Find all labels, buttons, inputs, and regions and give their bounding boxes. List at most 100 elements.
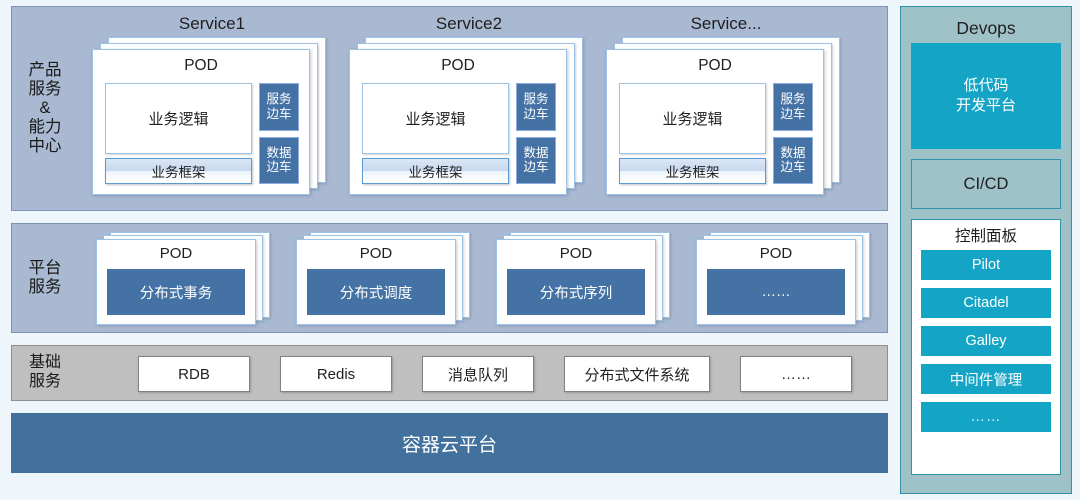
control-panel-item-citadel[interactable]: Citadel: [921, 288, 1051, 318]
lowcode-platform-box[interactable]: 低代码 开发平台: [911, 43, 1061, 149]
data-sidecar-box[interactable]: 数据 边车: [259, 136, 299, 184]
sidecar-line: 服务: [780, 92, 806, 106]
business-logic-box[interactable]: 业务逻辑: [105, 83, 252, 154]
platform-service-name: 分布式序列: [507, 269, 645, 315]
band-label-line: 服务: [28, 79, 62, 98]
sidecar-line: 数据: [523, 145, 549, 160]
sidecar-column: 服务 边车 数据 边车: [259, 83, 299, 184]
business-framework-box[interactable]: 业务框架: [105, 158, 252, 184]
sidecar-line: 服务: [266, 92, 292, 106]
sidecar-line: 边车: [780, 160, 806, 175]
pod-label: POD: [559, 245, 593, 262]
sidecar-column: 服务 边车 数据 边车: [516, 83, 556, 184]
sidecar-line: 边车: [523, 160, 549, 175]
container-cloud-platform-bar[interactable]: 容器云平台: [11, 413, 888, 473]
cicd-box[interactable]: CI/CD: [911, 159, 1061, 209]
infra-chips-container: RDB Redis 消息队列 分布式文件系统 ……: [78, 346, 887, 400]
data-sidecar-box[interactable]: 数据 边车: [773, 136, 813, 184]
pod-label: POD: [159, 245, 193, 262]
band-label-line: 基础: [28, 354, 61, 372]
service-sidecar-box[interactable]: 服务 边车: [259, 83, 299, 131]
sidecar-line: 服务: [523, 92, 549, 106]
main-stack: 产品 服务 & 能力 中心 Service1 POD: [11, 6, 888, 496]
band-product-services: 产品 服务 & 能力 中心 Service1 POD: [11, 6, 888, 211]
infra-chip-distributed-file-system[interactable]: 分布式文件系统: [564, 356, 710, 392]
band-label-line: 平台: [28, 258, 62, 277]
service-group-2[interactable]: Service2 POD 业务逻辑 业务框架: [349, 11, 589, 201]
pod-card[interactable]: POD 分布式调度: [296, 239, 456, 325]
band-label-line: 服务: [28, 278, 62, 296]
service-sidecar-box[interactable]: 服务 边车: [773, 83, 813, 131]
pod-stack: POD 业务逻辑 业务框架 服务 边车: [92, 37, 332, 197]
band-label-line: 能力: [28, 118, 62, 137]
sidecar-line: 数据: [266, 145, 292, 160]
infra-chip-more[interactable]: ……: [740, 356, 852, 392]
pod-card[interactable]: POD 分布式序列: [496, 239, 656, 325]
business-logic-box[interactable]: 业务逻辑: [362, 83, 509, 154]
sidecar-line: 边车: [523, 106, 549, 121]
service-group-1[interactable]: Service1 POD 业务逻辑 业务框架: [92, 11, 332, 201]
platform-pod-4[interactable]: POD ……: [696, 232, 872, 325]
pod-stack: POD 业务逻辑 业务框架 服务 边车: [349, 37, 589, 197]
pod-contents: 业务逻辑 业务框架 服务 边车 数据: [619, 83, 813, 184]
infra-chip-rdb[interactable]: RDB: [138, 356, 250, 392]
platform-service-name: 分布式事务: [107, 269, 245, 315]
band-label-line: 中心: [28, 137, 62, 156]
data-sidecar-box[interactable]: 数据 边车: [516, 136, 556, 184]
sidecar-line: 数据: [780, 145, 806, 160]
devops-title: Devops: [956, 18, 1016, 38]
infra-chip-message-queue[interactable]: 消息队列: [422, 356, 534, 392]
devops-panel: Devops 低代码 开发平台 CI/CD 控制面板 Pilot Citadel…: [900, 6, 1072, 494]
business-framework-box[interactable]: 业务框架: [619, 158, 766, 184]
pod-card[interactable]: POD 分布式事务: [96, 239, 256, 325]
business-logic-box[interactable]: 业务逻辑: [619, 83, 766, 154]
service-sidecar-box[interactable]: 服务 边车: [516, 83, 556, 131]
pod-card[interactable]: POD 业务逻辑 业务框架 服务 边车: [349, 49, 567, 195]
platform-pod-1[interactable]: POD 分布式事务: [96, 232, 272, 325]
band-label-line: 产品: [28, 60, 62, 79]
pod-stack: POD 业务逻辑 业务框架 服务 边车: [606, 37, 846, 197]
pod-card[interactable]: POD 业务逻辑 业务框架 服务 边车: [606, 49, 824, 195]
control-panel-item-middleware-management[interactable]: 中间件管理: [921, 364, 1051, 394]
pod-logic-column: 业务逻辑 业务框架: [619, 83, 766, 184]
platform-service-name: ……: [707, 269, 845, 315]
pod-card[interactable]: POD 业务逻辑 业务框架 服务 边车: [92, 49, 310, 195]
pod-logic-column: 业务逻辑 业务框架: [105, 83, 252, 184]
band-label-infrastructure-services: 基础 服务: [12, 346, 78, 400]
band-platform-services: 平台 服务 POD 分布式事务 POD 分布式调: [11, 223, 888, 333]
pod-label: POD: [359, 245, 393, 262]
control-panel-item-pilot[interactable]: Pilot: [921, 250, 1051, 280]
lowcode-line: 低代码: [963, 76, 1009, 94]
services-container: Service1 POD 业务逻辑 业务框架: [78, 7, 887, 210]
band-label-platform-services: 平台 服务: [12, 224, 78, 332]
pod-logic-column: 业务逻辑 业务框架: [362, 83, 509, 184]
infra-chip-redis[interactable]: Redis: [280, 356, 392, 392]
service-title: Service...: [690, 14, 762, 33]
platform-pod-2[interactable]: POD 分布式调度: [296, 232, 472, 325]
sidecar-line: 边车: [266, 160, 292, 175]
lowcode-line: 开发平台: [955, 97, 1016, 114]
control-panel-item-galley[interactable]: Galley: [921, 326, 1051, 356]
business-framework-box[interactable]: 业务框架: [362, 158, 509, 184]
platform-service-name: 分布式调度: [307, 269, 445, 315]
band-label-line: 服务: [28, 373, 61, 390]
band-label-product-services: 产品 服务 & 能力 中心: [12, 7, 78, 210]
band-label-line: &: [39, 98, 51, 117]
sidecar-line: 边车: [266, 106, 292, 121]
service-group-3[interactable]: Service... POD 业务逻辑 业务框架: [606, 11, 846, 201]
sidecar-line: 边车: [780, 106, 806, 121]
control-panel-item-more[interactable]: ……: [921, 402, 1051, 432]
pod-label: POD: [441, 57, 475, 74]
pod-label: POD: [759, 245, 793, 262]
band-infrastructure-services: 基础 服务 RDB Redis 消息队列 分布式文件系统 ……: [11, 345, 888, 401]
pod-contents: 业务逻辑 业务框架 服务 边车 数据: [105, 83, 299, 184]
pod-contents: 业务逻辑 业务框架 服务 边车 数据: [362, 83, 556, 184]
service-title: Service1: [178, 14, 246, 33]
platform-pod-3[interactable]: POD 分布式序列: [496, 232, 672, 325]
service-title: Service2: [435, 14, 503, 33]
platform-pods-container: POD 分布式事务 POD 分布式调度 POD: [78, 224, 887, 332]
pod-label: POD: [184, 57, 218, 74]
pod-label: POD: [698, 57, 732, 74]
pod-card[interactable]: POD ……: [696, 239, 856, 325]
